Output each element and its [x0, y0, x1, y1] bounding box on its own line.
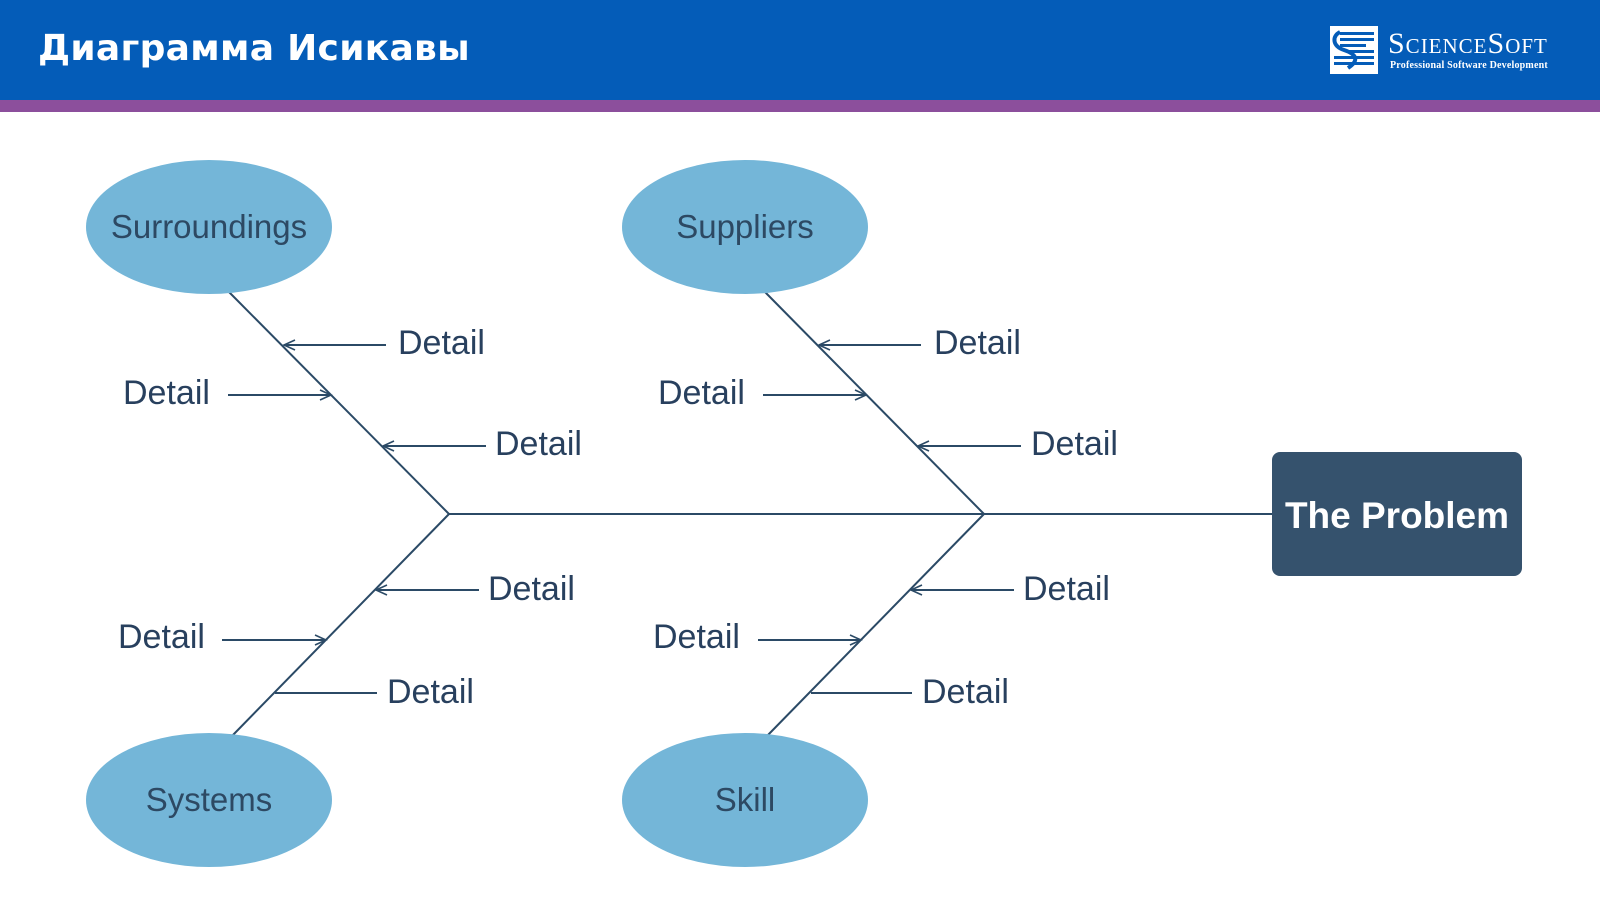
logo-tagline: Professional Software Development	[1390, 60, 1548, 71]
category-label: Surroundings	[111, 208, 307, 245]
category-suppliers: Suppliers	[622, 160, 868, 294]
problem-box: The Problem	[1272, 452, 1522, 576]
problem-label: The Problem	[1285, 495, 1509, 536]
detail-label: Detail	[495, 425, 582, 463]
category-label: Suppliers	[676, 208, 814, 245]
logo-mark-icon	[1330, 26, 1378, 74]
bone-skill	[766, 513, 985, 737]
detail-label: Detail	[1031, 425, 1118, 463]
detail-label: Detail	[118, 618, 205, 656]
detail-label: Detail	[387, 673, 474, 711]
detail-label: Detail	[658, 374, 745, 412]
bone-suppliers	[764, 291, 985, 515]
logo-name: ScienceSoft	[1388, 27, 1548, 60]
detail-label: Detail	[123, 374, 210, 412]
category-systems: Systems	[86, 733, 332, 867]
category-skill: Skill	[622, 733, 868, 867]
detail-label: Detail	[934, 324, 1021, 362]
detail-label: Detail	[398, 324, 485, 362]
detail-label: Detail	[653, 618, 740, 656]
bone-surroundings	[228, 291, 450, 515]
detail-label: Detail	[1023, 570, 1110, 608]
bone-systems	[231, 513, 450, 737]
detail-label: Detail	[488, 570, 575, 608]
sciencesoft-logo: ScienceSoft Professional Software Develo…	[1330, 26, 1580, 78]
category-surroundings: Surroundings	[86, 160, 332, 294]
category-label: Skill	[715, 781, 776, 818]
detail-label: Detail	[922, 673, 1009, 711]
page-title: Диаграмма Исикавы	[38, 28, 470, 69]
category-label: Systems	[146, 781, 273, 818]
header-accent-stripe	[0, 100, 1600, 112]
